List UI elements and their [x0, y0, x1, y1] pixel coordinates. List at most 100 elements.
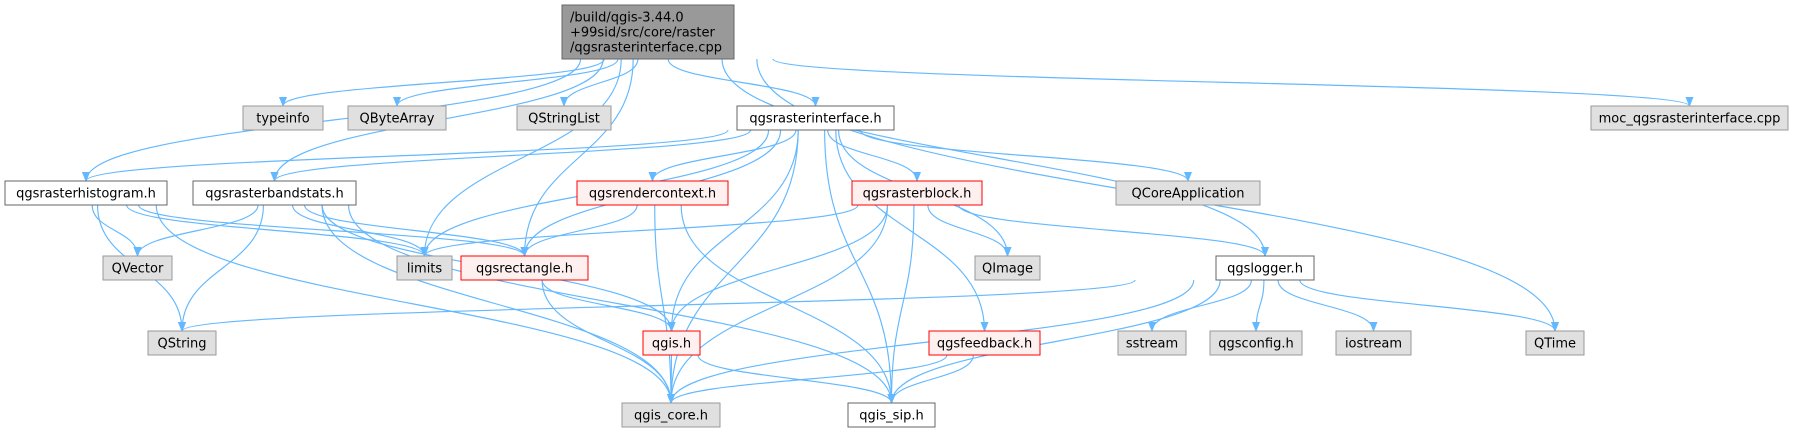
- node-box: [1335, 330, 1412, 356]
- node-qgsrasterinterface-h[interactable]: qgsrasterinterface.h: [736, 105, 895, 131]
- edge-qgsrasterinterface_h-to-qgis_sip_h: [824, 129, 896, 404]
- edge-root-to-typeinfo: [279, 58, 605, 107]
- node-label: qgis.h: [652, 337, 691, 352]
- node-qcoreapplication: QCoreApplication: [1115, 180, 1261, 206]
- node-label: qgsrectangle.h: [476, 262, 573, 277]
- edge-root-to-qbytearray: [393, 58, 619, 107]
- node-typeinfo: typeinfo: [242, 105, 324, 131]
- edge-qgsrasterhistogram_h-to-qvector: [91, 204, 142, 257]
- node-limits: limits: [396, 255, 453, 281]
- edge-qgis_h-to-qgis_sip_h: [697, 354, 896, 404]
- node-qgsrasterbandstats-h[interactable]: qgsrasterbandstats.h: [192, 180, 357, 206]
- node-box: [4, 180, 168, 206]
- edge-qgslogger_h-to-qtime: [1299, 279, 1559, 332]
- edge-qgsrendercontext_h-to-qgsrectangle_h: [520, 204, 638, 257]
- node-qgis-h[interactable]: qgis.h: [642, 330, 701, 356]
- node-box: [974, 255, 1041, 281]
- node-qvector: QVector: [102, 255, 173, 281]
- node-box: [347, 105, 447, 131]
- node-label: qgsrasterhistogram.h: [16, 187, 156, 202]
- node-box: [1115, 180, 1261, 206]
- edge-qgsrasterbandstats_h-to-qgsrectangle_h: [303, 204, 529, 257]
- edge-qgsrasterblock_h-to-qgis_sip_h: [887, 204, 915, 404]
- node-root: /build/qgis-3.44.0+99sid/src/core/raster…: [561, 4, 735, 60]
- node-box: [102, 255, 173, 281]
- node-label: QVector: [112, 262, 164, 277]
- edge-qgsrasterinterface_h-to-qgsrasterbandstats_h: [270, 129, 752, 182]
- edge-qgsrasterinterface_h-to-qgsrasterhistogram_h: [82, 129, 729, 182]
- node-label: qgsrasterinterface.h: [749, 112, 881, 127]
- node-qgis-sip-h[interactable]: qgis_sip.h: [847, 402, 936, 428]
- node-qgslogger-h[interactable]: qgslogger.h: [1215, 255, 1315, 281]
- node-box: [576, 180, 729, 206]
- node-label: qgis_core.h: [634, 409, 708, 424]
- edge-qgsrasterblock_h-to-qimage: [927, 204, 1012, 257]
- node-qtime: QTime: [1525, 330, 1585, 356]
- node-label: typeinfo: [256, 112, 309, 127]
- node-qgsrendercontext-h[interactable]: qgsrendercontext.h: [576, 180, 729, 206]
- edge-root-to-qgsrasterhistogram_h: [82, 58, 582, 182]
- node-label: moc_qgsrasterinterface.cpp: [1599, 112, 1781, 127]
- node-box: [642, 330, 701, 356]
- node-box: [847, 402, 936, 428]
- edge-qgsfeedback_h-to-qgis_core_h: [667, 354, 948, 404]
- node-label: QCoreApplication: [1132, 187, 1245, 202]
- node-box: [242, 105, 324, 131]
- node-qgsrasterhistogram-h[interactable]: qgsrasterhistogram.h: [4, 180, 168, 206]
- node-qstringlist: QStringList: [516, 105, 612, 131]
- node-box: [1215, 255, 1315, 281]
- node-label: qgsfeedback.h: [937, 337, 1032, 352]
- node-moc: moc_qgsrasterinterface.cpp: [1590, 105, 1789, 131]
- node-qgsrectangle-h[interactable]: qgsrectangle.h: [460, 255, 589, 281]
- edge-qgsrasterbandstats_h-to-qstring: [178, 204, 264, 332]
- edge-root-to-limits: [420, 58, 622, 257]
- node-box: [1590, 105, 1789, 131]
- edge-qgsrasterhistogram_h-to-limits: [126, 204, 429, 257]
- node-qbytearray: QByteArray: [347, 105, 447, 131]
- node-qgsrasterblock-h[interactable]: qgsrasterblock.h: [851, 180, 983, 206]
- edge-qgsrasterblock_h-to-qgis_core_h: [667, 204, 889, 404]
- edge-qgsrasterinterface_h-to-qgis_h: [667, 129, 799, 332]
- node-label: qgis_sip.h: [859, 409, 923, 424]
- edge-qgsrasterbandstats_h-to-qgis_sip_h: [347, 204, 896, 404]
- nodes-layer: /build/qgis-3.44.0+99sid/src/core/raster…: [4, 4, 1789, 428]
- node-label: +99sid/src/core/raster: [570, 26, 716, 41]
- node-box: [851, 180, 983, 206]
- edge-qgsrasterhistogram_h-to-qgis_core_h: [155, 204, 675, 404]
- node-label: /qgsrasterinterface.cpp: [570, 41, 722, 56]
- edge-root-to-qgsrasterinterface_h: [667, 58, 820, 107]
- edge-qgsrasterbandstats_h-to-qvector: [133, 204, 259, 257]
- edge-qgsrasterbandstats_h-to-limits: [291, 204, 429, 257]
- node-box: [460, 255, 589, 281]
- edge-qgsrasterinterface_h-to-qgsrendercontext_h: [648, 129, 797, 182]
- edge-qgsfeedback_h-to-qgis_sip_h: [887, 354, 974, 404]
- node-qgsfeedback-h[interactable]: qgsfeedback.h: [928, 330, 1041, 356]
- node-qstring: QString: [147, 330, 217, 356]
- node-label: qgslogger.h: [1227, 262, 1303, 277]
- node-label: qgsrasterbandstats.h: [205, 187, 344, 202]
- edge-root-to-qgsrectangle_h: [520, 58, 634, 257]
- edge-qgslogger_h-to-qstring: [178, 279, 1136, 332]
- edge-root-to-moc: [772, 58, 1694, 107]
- node-label: qgsrasterblock.h: [863, 187, 972, 202]
- node-label: limits: [407, 262, 443, 277]
- node-label: QImage: [982, 262, 1033, 277]
- edge-qgsrendercontext_h-to-qgis_sip_h: [680, 204, 896, 404]
- edge-qgsrasterinterface_h-to-qcoreapplication: [859, 129, 1192, 182]
- edge-qgsrendercontext_h-to-qgis_core_h: [654, 204, 675, 404]
- edge-qgslogger_h-to-iostream: [1277, 279, 1378, 332]
- node-qimage: QImage: [974, 255, 1041, 281]
- node-box: [192, 180, 357, 206]
- node-sstream: sstream: [1117, 330, 1187, 356]
- edge-qgsrectangle_h-to-qgis_h: [541, 279, 676, 332]
- node-box: [561, 4, 735, 60]
- node-box: [147, 330, 217, 356]
- node-label: /build/qgis-3.44.0: [570, 11, 684, 26]
- node-label: qgsconfig.h: [1218, 337, 1293, 352]
- node-label: sstream: [1126, 337, 1178, 352]
- edge-qgsrasterblock_h-to-limits: [420, 204, 859, 257]
- node-qgsconfig-h: qgsconfig.h: [1209, 330, 1303, 356]
- node-box: [1117, 330, 1187, 356]
- node-label: qgsrendercontext.h: [589, 187, 716, 202]
- node-box: [1525, 330, 1585, 356]
